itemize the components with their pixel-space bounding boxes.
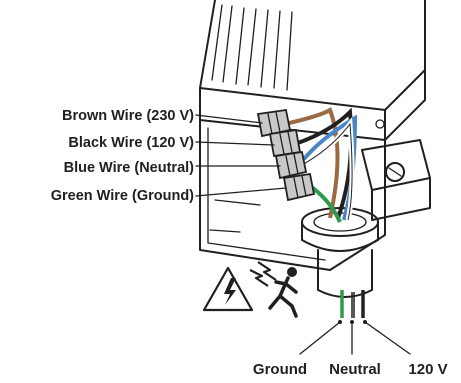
black-wire [294,107,354,219]
terminal-block [361,119,431,221]
label-black-wire: Black Wire (120 V) [68,135,194,151]
internal-wires [284,107,358,223]
wire-nut-blue [274,150,308,180]
heat-sink-fins [211,4,293,91]
wire-nuts [256,108,316,202]
wire-nut-green [282,172,316,202]
brown-wire [284,107,340,219]
wire-nut-brown [256,108,292,138]
label-leaders [195,114,287,197]
label-brown-wire: Brown Wire (230 V) [62,108,194,124]
electric-shock-person-icon [249,261,298,318]
unit-housing [199,0,426,141]
external-wires [340,290,365,318]
label-green-wire: Green Wire (Ground) [51,188,194,204]
bottom-leaders [299,320,411,355]
label-neutral: Neutral [329,361,381,378]
label-ground: Ground [253,361,307,378]
label-120v: 120 V [408,361,447,378]
label-blue-wire: Blue Wire (Neutral) [64,160,195,176]
electrical-hazard-warning-icon [202,266,254,312]
